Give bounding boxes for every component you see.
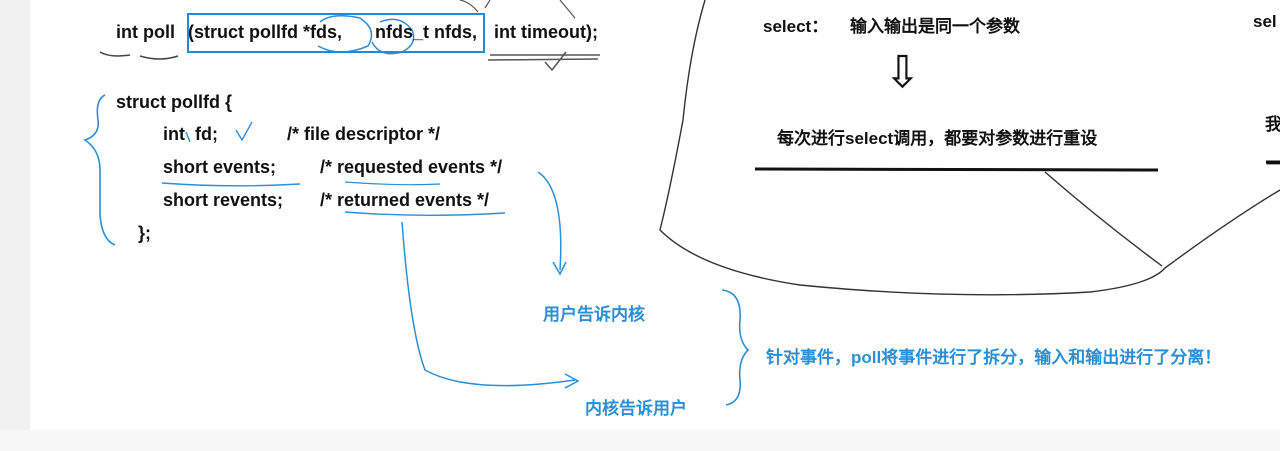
ink-underline-int (99, 51, 131, 57)
poll-param-nfds: nfds_t nfds, (375, 22, 477, 42)
select-label: select： (763, 17, 829, 36)
ink-brace-struct (83, 94, 116, 246)
struct-comment-revents: /* returned events */ (320, 190, 490, 210)
ink-underline-poll (139, 55, 179, 60)
poll-prototype-open-paren: ( (188, 22, 194, 42)
params-highlight-box (187, 13, 485, 53)
select-reset-note: 每次进行select调用，都要对参数进行重设 (777, 129, 1098, 148)
ink-curve-branch (1044, 171, 1163, 267)
down-arrow-icon: ⇩ (884, 48, 921, 97)
annotation-kernel-to-user: 内核告诉用户 (585, 399, 687, 418)
cut-off-text-mid-right: 我 (1265, 115, 1280, 134)
ink-arrow-user-kernel (537, 171, 562, 271)
struct-close: }; (138, 223, 151, 243)
left-panel-edge (0, 0, 30, 451)
select-description: 输入输出是同一个参数 (850, 17, 1020, 36)
cut-off-text-top-right: sel (1253, 12, 1277, 31)
ink-underline-revents (344, 211, 506, 216)
poll-param-timeout: int timeout); (494, 22, 598, 42)
ink-underline-timeout (487, 54, 600, 61)
struct-field-events: short events; (163, 157, 277, 177)
bottom-panel-edge (0, 430, 1280, 451)
struct-field-revents: short revents; (163, 190, 284, 210)
cut-off-text-dash-right: 一 (1266, 155, 1280, 174)
poll-param-fds: struct pollfd *fds, (194, 22, 342, 42)
ink-underline-events (161, 182, 301, 187)
struct-comment-events: /* requested events */ (320, 157, 503, 177)
struct-field-fd: int fd; (163, 124, 218, 144)
ink-underline-requested (344, 181, 441, 186)
ink-brace-annotations (721, 289, 750, 406)
ink-rule-reset-note (754, 167, 1159, 172)
ink-check-timeout (544, 51, 567, 72)
poll-prototype-prefix: int poll (116, 22, 175, 42)
struct-header: struct pollfd { (116, 92, 232, 112)
annotation-user-to-kernel: 用户告诉内核 (543, 305, 645, 324)
struct-comment-fd: /* file descriptor */ (287, 124, 441, 144)
annotation-summary: 针对事件，poll将事件进行了拆分，输入和输出进行了分离！ (766, 348, 1222, 367)
